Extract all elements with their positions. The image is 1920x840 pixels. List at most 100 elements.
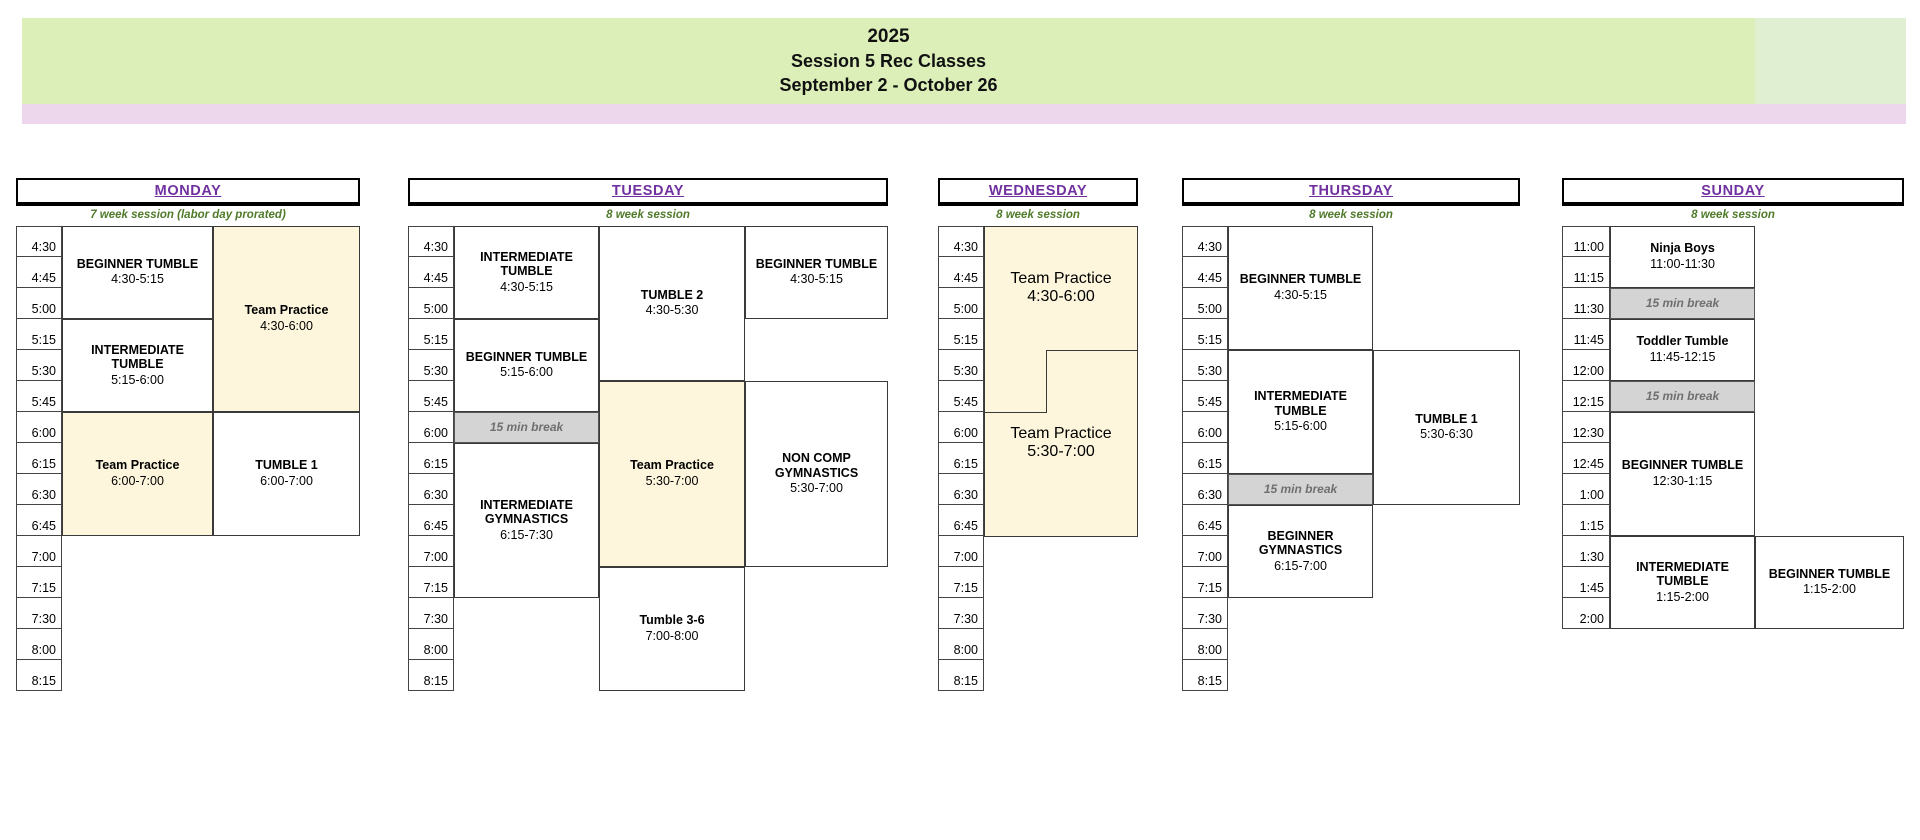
class-title: Team Practice	[1010, 270, 1112, 287]
class-title: BEGINNER TUMBLE	[1621, 458, 1744, 473]
class-block[interactable]: BEGINNER TUMBLE 4:30-5:15	[1228, 226, 1373, 350]
schedule-grid-thursday: 4:30 4:45 5:00 5:15 5:30 5:45 6:00 6:15 …	[1182, 226, 1520, 756]
day-title-wednesday: WEDNESDAY	[988, 183, 1088, 199]
day-header-monday[interactable]: MONDAY	[16, 178, 360, 204]
class-hours: 1:15-2:00	[1656, 589, 1709, 604]
schedule-grid-sunday: 11:00 11:15 11:30 11:45 12:00 12:15 12:3…	[1562, 226, 1904, 636]
day-header-tuesday[interactable]: TUESDAY	[408, 178, 888, 204]
class-block[interactable]: INTERMEDIATE TUMBLE 1:15-2:00	[1610, 536, 1755, 629]
time-slot: 8:00	[938, 629, 984, 660]
time-slot: 1:30	[1562, 536, 1610, 567]
class-title: Toddler Tumble	[1636, 334, 1729, 349]
class-block[interactable]: NON COMP GYMNASTICS 5:30-7:00	[745, 381, 888, 567]
time-slot: 6:15	[408, 443, 454, 474]
class-block[interactable]: INTERMEDIATE GYMNASTICS 6:15-7:30	[454, 443, 599, 598]
class-title: TUMBLE 1	[1415, 411, 1478, 426]
banner-title-block: 2025 Session 5 Rec Classes September 2 -…	[22, 18, 1755, 104]
class-hours: 5:30-7:00	[790, 481, 843, 496]
class-title: Team Practice	[1010, 425, 1112, 442]
class-hours: 5:15-6:00	[1274, 419, 1327, 434]
class-title: Team Practice	[244, 303, 329, 318]
class-block[interactable]: BEGINNER TUMBLE 4:30-5:15	[745, 226, 888, 319]
time-slot: 12:30	[1562, 412, 1610, 443]
class-block[interactable]: Team Practice 6:00-7:00	[62, 412, 213, 536]
time-slot: 4:30	[1182, 226, 1228, 257]
time-slot: 7:15	[408, 567, 454, 598]
class-title: Ninja Boys	[1650, 241, 1715, 256]
time-slot: 1:15	[1562, 505, 1610, 536]
class-block[interactable]: Toddler Tumble 11:45-12:15	[1610, 319, 1755, 381]
time-slot: 5:45	[16, 381, 62, 412]
time-slot: 7:30	[938, 598, 984, 629]
time-slot: 5:45	[1182, 381, 1228, 412]
time-slot: 7:00	[1182, 536, 1228, 567]
class-title: INTERMEDIATE TUMBLE	[1254, 389, 1347, 418]
class-block[interactable]: Team Practice 5:30-7:00	[599, 381, 745, 567]
time-slot: 6:15	[1182, 443, 1228, 474]
time-slot: 5:00	[16, 288, 62, 319]
time-slot: 6:30	[938, 474, 984, 505]
day-column-wednesday: WEDNESDAY 8 week session 4:30 4:45 5:00 …	[938, 178, 1138, 756]
class-title: NON COMP GYMNASTICS	[774, 451, 859, 480]
class-block[interactable]: TUMBLE 2 4:30-5:30	[599, 226, 745, 381]
class-block[interactable]: TUMBLE 1 6:00-7:00	[213, 412, 360, 536]
time-slot: 8:00	[16, 629, 62, 660]
time-slot: 4:45	[408, 257, 454, 288]
class-block[interactable]: INTERMEDIATE TUMBLE 5:15-6:00	[1228, 350, 1373, 474]
time-slot: 11:15	[1562, 257, 1610, 288]
time-slot: 6:00	[408, 412, 454, 443]
time-slot: 4:30	[408, 226, 454, 257]
banner-dates: September 2 - October 26	[779, 75, 998, 96]
class-block[interactable]: INTERMEDIATE TUMBLE 4:30-5:15	[454, 226, 599, 319]
class-hours: 6:00-7:00	[260, 473, 313, 488]
time-slot: 7:00	[938, 536, 984, 567]
day-header-sunday[interactable]: SUNDAY	[1562, 178, 1904, 204]
time-slot: 8:15	[1182, 660, 1228, 691]
class-block[interactable]: BEGINNER TUMBLE 4:30-5:15	[62, 226, 213, 319]
schedule-grid-monday: 4:30 4:45 5:00 5:15 5:30 5:45 6:00 6:15 …	[16, 226, 360, 756]
break-label: 15 min break	[489, 419, 564, 434]
class-title: BEGINNER TUMBLE	[1239, 272, 1362, 287]
time-slot: 7:30	[408, 598, 454, 629]
day-header-wednesday[interactable]: WEDNESDAY	[938, 178, 1138, 204]
time-slot: 12:45	[1562, 443, 1610, 474]
class-block[interactable]: Tumble 3-6 7:00-8:00	[599, 567, 745, 691]
class-hours: 4:30-5:30	[645, 303, 699, 318]
time-slot: 6:30	[16, 474, 62, 505]
time-slot: 7:00	[16, 536, 62, 567]
stepped-shape-icon	[984, 350, 1138, 537]
class-hours: 5:30-7:00	[1027, 443, 1095, 460]
class-block[interactable]: BEGINNER GYMNASTICS 6:15-7:00	[1228, 505, 1373, 598]
time-slot: 5:00	[408, 288, 454, 319]
class-hours: 5:15-6:00	[111, 372, 164, 387]
class-block[interactable]: TUMBLE 1 5:30-6:30	[1373, 350, 1520, 505]
class-block[interactable]: Team Practice 4:30-6:00	[213, 226, 360, 412]
class-block[interactable]: Team Practice 5:30-7:00	[984, 350, 1138, 537]
time-slot: 1:00	[1562, 474, 1610, 505]
class-hours: 6:15-7:30	[500, 527, 553, 542]
class-block[interactable]: INTERMEDIATE TUMBLE 5:15-6:00	[62, 319, 213, 412]
session-note-sunday: 8 week session	[1691, 209, 1775, 221]
time-ruler-sunday: 11:00 11:15 11:30 11:45 12:00 12:15 12:3…	[1562, 226, 1610, 629]
class-block[interactable]: BEGINNER TUMBLE 5:15-6:00	[454, 319, 599, 412]
class-block[interactable]: Ninja Boys 11:00-11:30	[1610, 226, 1755, 288]
time-slot: 6:00	[1182, 412, 1228, 443]
time-slot: 7:15	[1182, 567, 1228, 598]
time-slot: 1:45	[1562, 567, 1610, 598]
day-column-sunday: SUNDAY 8 week session 11:00 11:15 11:30 …	[1562, 178, 1904, 636]
time-slot: 6:30	[1182, 474, 1228, 505]
time-slot: 6:45	[938, 505, 984, 536]
class-hours: 11:45-12:15	[1649, 349, 1716, 364]
break-label: 15 min break	[1263, 481, 1338, 496]
time-slot: 11:30	[1562, 288, 1610, 319]
time-slot: 12:00	[1562, 350, 1610, 381]
session-note-thursday: 8 week session	[1309, 209, 1393, 221]
banner-year: 2025	[867, 25, 910, 47]
class-block[interactable]: BEGINNER TUMBLE 1:15-2:00	[1755, 536, 1904, 629]
day-title-sunday: SUNDAY	[1701, 183, 1765, 199]
day-header-thursday[interactable]: THURSDAY	[1182, 178, 1520, 204]
class-hours: 5:30-7:00	[645, 473, 699, 488]
class-block[interactable]: BEGINNER TUMBLE 12:30-1:15	[1610, 412, 1755, 536]
time-slot: 7:30	[16, 598, 62, 629]
class-hours: 12:30-1:15	[1652, 473, 1713, 488]
